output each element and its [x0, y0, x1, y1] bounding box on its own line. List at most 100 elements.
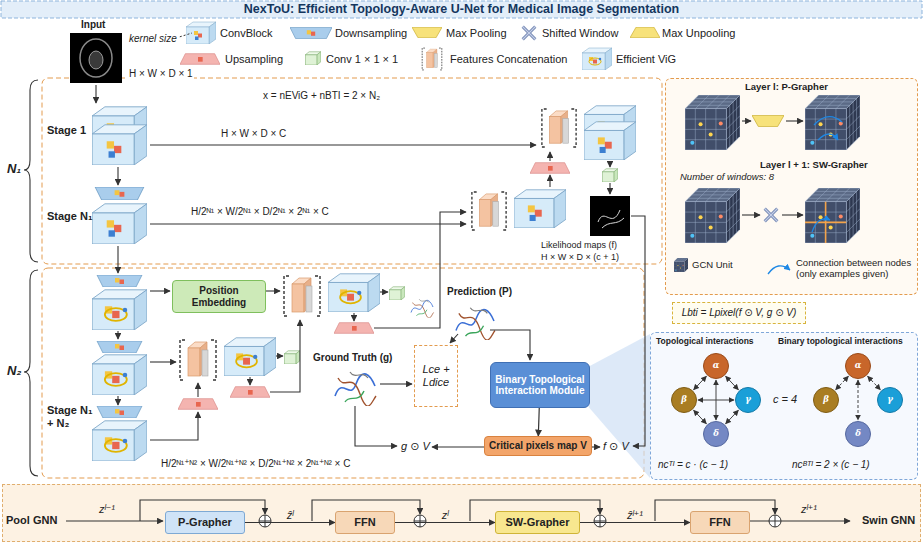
annotation-label: Stage N₁ + N₂ — [46, 404, 96, 429]
node-text: Layer l: P-Grapher — [745, 82, 828, 93]
module-box: Binary Topological Interaction Module — [490, 362, 590, 408]
upsampling — [530, 163, 570, 174]
upsampling — [230, 387, 270, 398]
flow-arrow — [432, 446, 484, 447]
legend-text: Features Concatenation — [450, 53, 567, 66]
node-text: Topological interactions — [656, 337, 754, 347]
convblock — [92, 125, 147, 165]
connector — [694, 376, 707, 390]
annotation-label: Stage N₁ — [46, 210, 94, 223]
legend-text: ConvBlock — [220, 27, 273, 40]
downsampling — [97, 406, 142, 418]
flow-arrow — [353, 313, 354, 321]
stage-region — [42, 268, 644, 478]
node-text: SW-Grapher — [506, 516, 570, 529]
concatenation — [472, 192, 506, 230]
node-text: γ — [745, 395, 751, 405]
node-text: ncᵀᴵ = c · (c − 1) — [658, 459, 728, 471]
flow-arrow — [609, 161, 610, 167]
node-text: GCN Unit — [692, 260, 733, 271]
vig-block — [92, 421, 147, 461]
grid-cube — [685, 188, 740, 243]
node-text: Critical pixels map V — [489, 440, 587, 452]
class-circle: β — [671, 387, 697, 413]
node-text: α — [713, 361, 720, 371]
input-volume — [89, 51, 103, 69]
flow-arrow — [631, 216, 645, 446]
flow-arrow — [197, 383, 198, 397]
encoder — [92, 107, 147, 461]
formula-box: Lbti = Lpixel(f ⊙ V, g ⊙ V) — [672, 302, 806, 324]
flow-arrow — [750, 520, 850, 521]
block-box: FFN — [335, 511, 395, 534]
conv — [284, 351, 300, 364]
class-circle: γ — [877, 387, 903, 413]
edge-label: ẑˡ — [286, 508, 295, 520]
flow-arrow — [782, 214, 803, 215]
legend-text: Efficient ViG — [616, 53, 676, 66]
node-text: FFN — [354, 516, 375, 529]
vig-icon — [582, 48, 612, 70]
window-divider — [805, 202, 846, 243]
legend-text: Max Unpooling — [662, 27, 735, 40]
flow-arrow — [742, 214, 760, 215]
node-text: Pool GNN — [6, 514, 57, 527]
diagram-title: NexToU: Efficient Topology-Aware U-Net f… — [0, 2, 923, 16]
vig-block — [92, 290, 147, 330]
flow-arrow — [276, 355, 283, 356]
concat-icon — [422, 48, 442, 70]
block-box: SW-Grapher — [495, 511, 580, 534]
annotation-label: g ⊙ V — [400, 440, 431, 453]
node-text: α — [855, 361, 862, 371]
vig-block — [328, 274, 380, 312]
flow-arrow — [355, 406, 397, 446]
node-text: Number of windows: 8 — [680, 172, 774, 183]
brace — [24, 80, 38, 262]
flow-arrow — [380, 291, 388, 292]
flow-arrow — [117, 167, 118, 185]
annotation-label: Input — [80, 19, 106, 31]
flow-arrow — [95, 85, 96, 103]
shifted-window-icon — [765, 209, 778, 222]
class-circle: α — [845, 353, 871, 379]
grid-cube — [805, 188, 860, 243]
flow-arrow — [249, 377, 250, 385]
node-text: ncᴮᵀᴵ = 2 × (c − 1) — [792, 459, 870, 471]
flow-arrow — [786, 120, 803, 121]
downsampling — [95, 187, 144, 200]
block-box: P-Grapher — [165, 511, 245, 534]
input-volume — [70, 33, 122, 83]
flow-arrow — [742, 120, 751, 121]
node-text: γ — [887, 395, 893, 405]
annotation-label: H/2ᴺ¹ × W/2ᴺ¹ × D/2ᴺ¹ × 2ᴺ¹ × C — [190, 206, 330, 218]
node-text: Binary Topological Interaction Module — [495, 374, 585, 397]
edge-label: zˡ — [441, 508, 450, 520]
class-circle: δ — [703, 421, 729, 447]
likelihood-map — [598, 210, 624, 228]
node-text: c = 4 — [773, 393, 797, 406]
connection-icon — [768, 266, 790, 274]
connector — [726, 410, 739, 424]
connector — [694, 410, 707, 424]
node-text: δ — [855, 429, 861, 439]
connector — [395, 522, 495, 523]
block-box: FFN — [690, 511, 750, 534]
zoom-wedge — [586, 334, 650, 478]
connector — [858, 380, 859, 420]
connector — [698, 400, 734, 401]
maxunpool-icon — [630, 27, 660, 38]
flow-arrow — [270, 320, 300, 392]
downsampling — [97, 275, 142, 287]
annotation-label: kernel size — [128, 33, 178, 45]
node-connection — [814, 117, 842, 140]
embedding-box: Position Embedding — [172, 280, 266, 313]
legend-icons — [176, 22, 660, 70]
annotation-label: Likelihood maps (f) — [540, 240, 618, 250]
node-text: Connection between nodes (only examples … — [796, 258, 914, 280]
flow-arrow — [150, 412, 198, 440]
graph-illustration — [674, 95, 860, 274]
connector — [868, 376, 881, 390]
connector — [580, 522, 690, 523]
downsampling-icon — [290, 27, 332, 38]
